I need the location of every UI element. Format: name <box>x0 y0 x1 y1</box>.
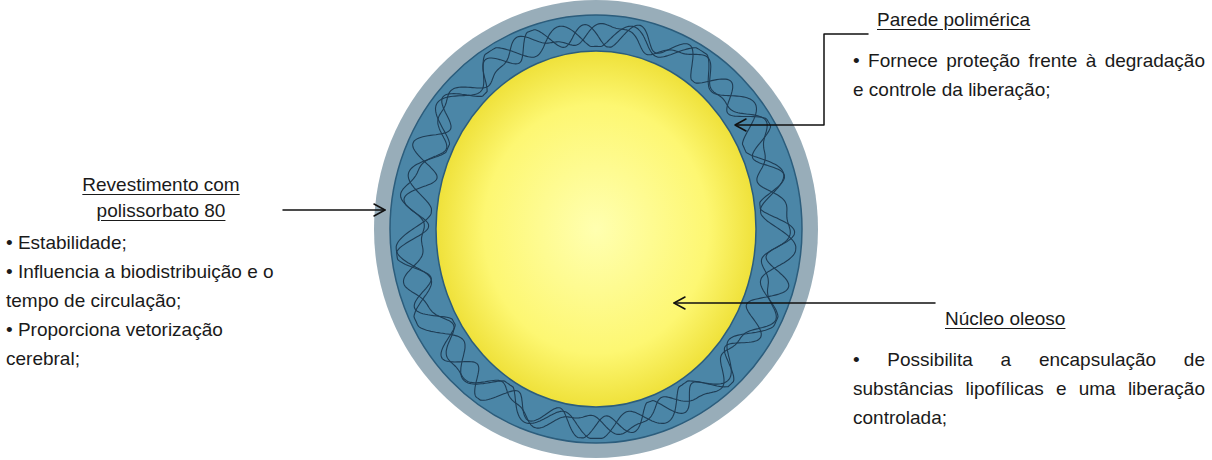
callout-text: • Influencia a biodistribuição e o tempo… <box>6 257 286 315</box>
callout-block: Revestimento com polissorbato 80 • Estabi… <box>6 172 286 373</box>
polymer-chains <box>396 24 796 439</box>
arrow-head <box>674 297 685 309</box>
leader-line <box>736 34 868 125</box>
leader-line <box>674 302 935 304</box>
callout-heading: Núcleo oleoso <box>853 306 1205 332</box>
callout-text: • Possibilita a encapsulação de substânc… <box>853 345 1205 432</box>
callout-block: Parede polimérica • Fornece proteção fren… <box>853 7 1205 104</box>
callout-text: • Estabilidade; <box>6 228 286 257</box>
polymer-chain <box>397 25 795 438</box>
callout-text: • Fornece proteção frente à degradação e… <box>853 46 1205 104</box>
polymeric-wall <box>390 15 802 443</box>
callout-heading: Parede polimérica <box>853 7 1205 33</box>
arrow-head <box>374 204 385 216</box>
polymer-chain <box>401 24 791 435</box>
arrow-head <box>735 119 746 131</box>
oily-core <box>436 51 756 407</box>
callout-heading: Revestimento com polissorbato 80 <box>6 172 286 224</box>
callout-text: • Proporciona vetorização cerebral; <box>6 315 286 373</box>
leader-line <box>283 209 385 211</box>
polysorbate-coating <box>374 0 818 458</box>
callout-block: Núcleo oleoso • Possibilita a encapsulaçã… <box>853 306 1205 432</box>
